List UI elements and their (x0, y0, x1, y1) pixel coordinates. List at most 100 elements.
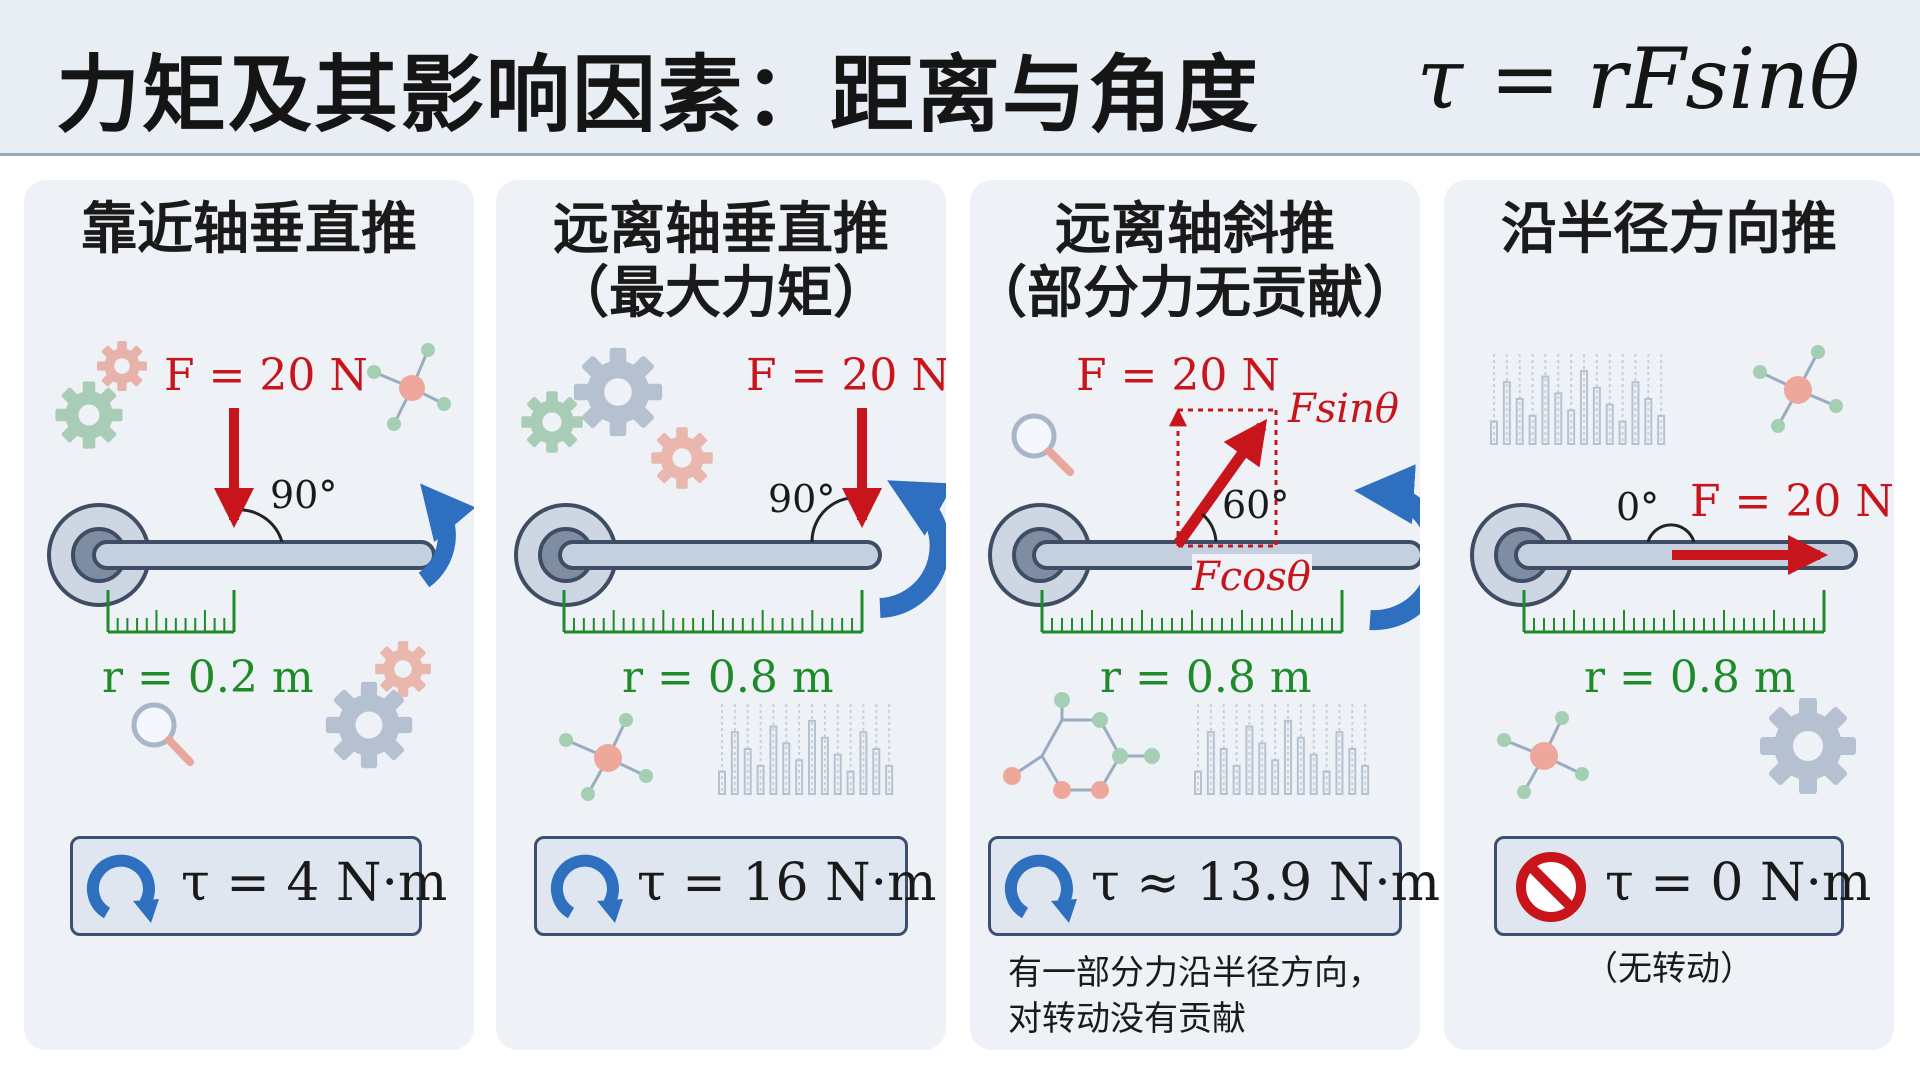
chart-bar (795, 759, 804, 795)
chart-bar (1502, 381, 1511, 445)
chart-bar (1657, 414, 1666, 445)
chart-bar (743, 748, 752, 795)
molecule-icon (559, 713, 653, 801)
rotation-arrow-icon (418, 483, 474, 588)
torque-result-box: τ ≈ 13.9 N·m (988, 836, 1440, 936)
angle-arc (1201, 512, 1218, 543)
chart-bar (1194, 770, 1202, 795)
chart-bar (1322, 770, 1331, 795)
angle-arc (1646, 523, 1696, 543)
chart-bar (808, 719, 816, 795)
force-label: F = 20 N (164, 350, 368, 401)
gear-icon (97, 341, 147, 391)
rotation-arrow-icon (1354, 464, 1420, 631)
distance-ruler (106, 590, 236, 634)
gear-icon (573, 347, 663, 437)
explanation-note: （无转动） (1584, 949, 1754, 989)
gear-icon (55, 381, 123, 449)
distance-label: r = 0.8 m (622, 652, 834, 703)
chart-bar (1219, 748, 1228, 795)
rotation-arrow-icon (550, 854, 623, 923)
chart-bar (859, 731, 868, 795)
molecule-icon (1753, 345, 1843, 433)
page-title: 力矩及其影响因素：距离与角度 (56, 46, 1261, 144)
chart-bar (1361, 764, 1370, 795)
bar-chart-icon (718, 704, 894, 795)
lever-diagram: F = 20 N Fsinθ 60° Fcosθ r = 0.8 m (988, 350, 1420, 799)
gear-icon (651, 427, 713, 489)
chart-bar (872, 748, 881, 795)
chart-bar (820, 736, 829, 795)
torque-result: τ = 16 N·m (637, 853, 937, 913)
panel-title: 沿半径方向推 (1501, 197, 1837, 262)
panel-far-angled: 远离轴斜推 （部分力无贡献） (970, 180, 1440, 1050)
molecule-icon (1011, 700, 1150, 792)
distance-label: r = 0.8 m (1100, 652, 1312, 703)
magnifier-icon (131, 702, 194, 766)
chart-bar (1309, 753, 1318, 795)
chart-bar (1284, 719, 1292, 795)
chart-bar (1644, 398, 1653, 445)
chart-bar (1348, 748, 1357, 795)
chart-bar (1528, 414, 1537, 445)
gear-icon (521, 391, 583, 453)
chart-bar (1490, 420, 1498, 445)
gear-icon (325, 681, 413, 769)
panel-subtitle: （部分力无贡献） (971, 261, 1419, 326)
label-backdrop (1192, 554, 1312, 574)
chart-bar (846, 770, 855, 795)
explanation-note: 有一部分力沿半径方向， (1008, 953, 1382, 993)
panel-radial: 沿半径方向推 (1444, 180, 1894, 1050)
magnifier-icon (1011, 413, 1074, 476)
angle-label: 90° (768, 477, 835, 521)
distance-label: r = 0.2 m (102, 652, 314, 703)
torque-result-box: τ = 0 N·m (1494, 836, 1871, 936)
torque-result: τ = 0 N·m (1605, 853, 1872, 913)
torque-formula: τ = rFsinθ (1416, 30, 1860, 128)
panel-title: 靠近轴垂直推 (81, 197, 417, 262)
chart-bar (1567, 409, 1576, 445)
gear-icon (1760, 698, 1856, 794)
chart-bar (833, 753, 842, 795)
chart-bar (1631, 381, 1640, 445)
torque-result-box: τ = 16 N·m (534, 836, 936, 936)
lever-bar (558, 540, 882, 570)
force-label: F = 20 N (1690, 476, 1894, 527)
chart-bar (769, 725, 778, 795)
chart-bar (1271, 759, 1280, 795)
chart-bar (782, 742, 791, 795)
gear-icon (375, 641, 431, 697)
panel-near-perpendicular: 靠近轴垂直推 (24, 180, 474, 1050)
torque-result: τ ≈ 13.9 N·m (1091, 853, 1441, 913)
force-label: F = 20 N (1076, 350, 1280, 401)
chart-bar (885, 764, 894, 795)
angle-label: 90° (270, 473, 337, 517)
header-bar: 力矩及其影响因素：距离与角度 τ = rFsinθ (0, 0, 1920, 156)
molecule-icon (1497, 711, 1589, 799)
chart-bar (730, 731, 739, 795)
force-label: F = 20 N (746, 350, 946, 401)
chart-bar (718, 770, 726, 795)
force-arrow (1173, 418, 1268, 548)
chart-bar (1232, 764, 1241, 795)
chart-bar (1296, 736, 1305, 795)
bar-chart-icon (1490, 354, 1666, 445)
chart-bar (756, 764, 765, 795)
angle-label: 0° (1616, 485, 1659, 529)
no-entry-icon (1516, 852, 1586, 922)
lever-bar (92, 540, 436, 570)
molecule-icon (1003, 692, 1160, 799)
rotation-arrow-icon (86, 854, 159, 923)
rotation-arrow-icon (879, 480, 946, 618)
chart-bar (1605, 403, 1614, 445)
rotation-arrow-icon (1004, 854, 1077, 923)
force-sin-label: Fsinθ (1287, 386, 1399, 432)
angle-label: 60° (1222, 483, 1289, 527)
lever-diagram: F = 20 N 90° r = 0.8 m (514, 347, 946, 801)
chart-bar (1515, 398, 1524, 445)
chart-bar (1258, 742, 1267, 795)
chart-bar (1206, 731, 1215, 795)
panel-title: 远离轴斜推 (1055, 197, 1335, 262)
panel-far-perpendicular: 远离轴垂直推 （最大力矩） F = 20 N 90° (496, 180, 946, 1050)
chart-bar (1592, 386, 1601, 445)
